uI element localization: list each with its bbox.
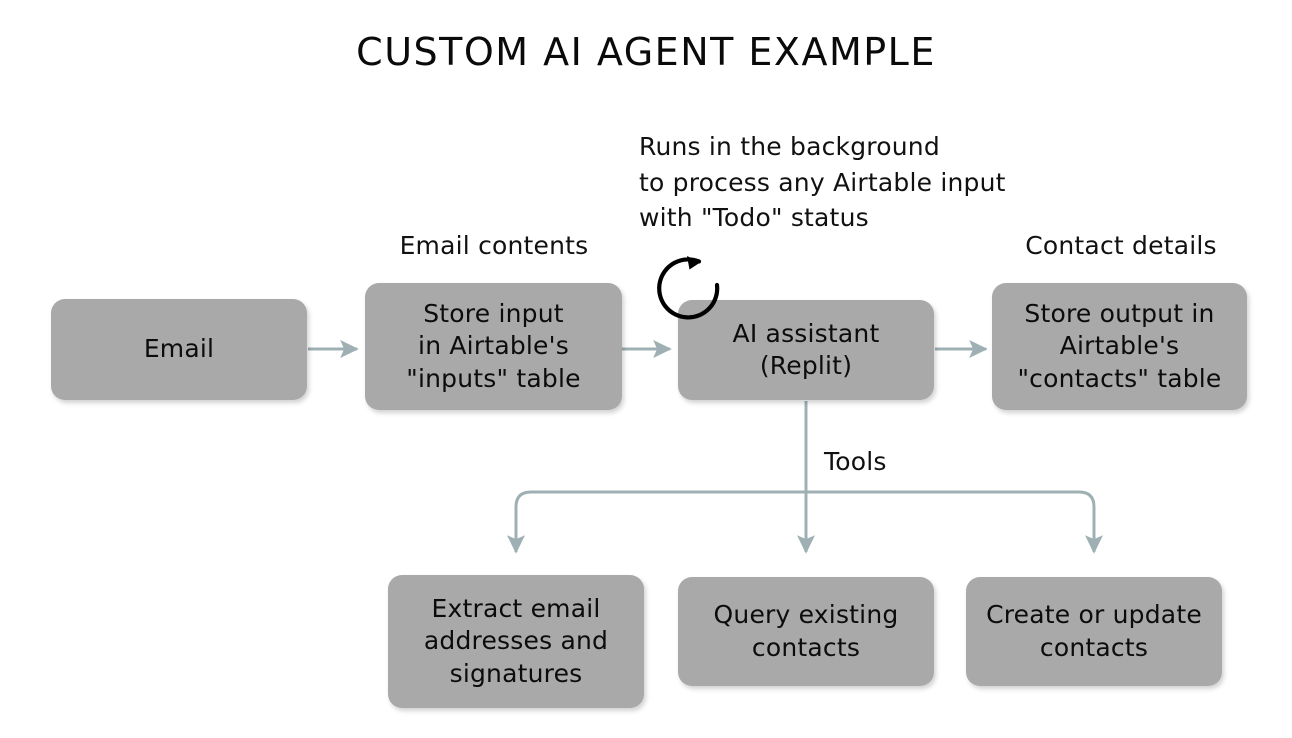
node-email-label: Email xyxy=(143,334,215,364)
caption-email-contents: Email contents xyxy=(399,231,589,260)
node-ai-assistant[interactable]: AI assistant (Replit) xyxy=(678,300,934,400)
node-query-contacts[interactable]: Query existing contacts xyxy=(678,577,934,686)
caption-contact-details: Contact details xyxy=(1025,231,1217,260)
page-title: CUSTOM AI AGENT EXAMPLE xyxy=(356,30,936,74)
tools-branch-right xyxy=(806,490,1103,554)
refresh-loop-icon xyxy=(657,256,720,320)
node-query-contacts-label: Query existing contacts xyxy=(713,600,899,662)
node-ai-assistant-label: AI assistant (Replit) xyxy=(732,318,880,381)
caption-background-note: Runs in the background to process any Ai… xyxy=(639,132,1006,232)
node-create-update-contacts[interactable]: Create or update contacts xyxy=(966,577,1222,686)
node-store-output-label: Store output in Airtable's "contacts" ta… xyxy=(1017,298,1222,393)
node-email[interactable]: Email xyxy=(51,299,307,400)
node-store-input-label: Store input in Airtable's "inputs" table xyxy=(406,298,581,393)
node-store-input[interactable]: Store input in Airtable's "inputs" table xyxy=(365,283,622,410)
node-create-update-contacts-label: Create or update contacts xyxy=(986,600,1202,662)
caption-tools: Tools xyxy=(824,447,887,476)
tools-branch-left xyxy=(507,490,806,554)
node-extract-emails[interactable]: Extract email addresses and signatures xyxy=(388,575,644,708)
node-store-output[interactable]: Store output in Airtable's "contacts" ta… xyxy=(992,283,1247,410)
node-extract-emails-label: Extract email addresses and signatures xyxy=(423,593,609,688)
